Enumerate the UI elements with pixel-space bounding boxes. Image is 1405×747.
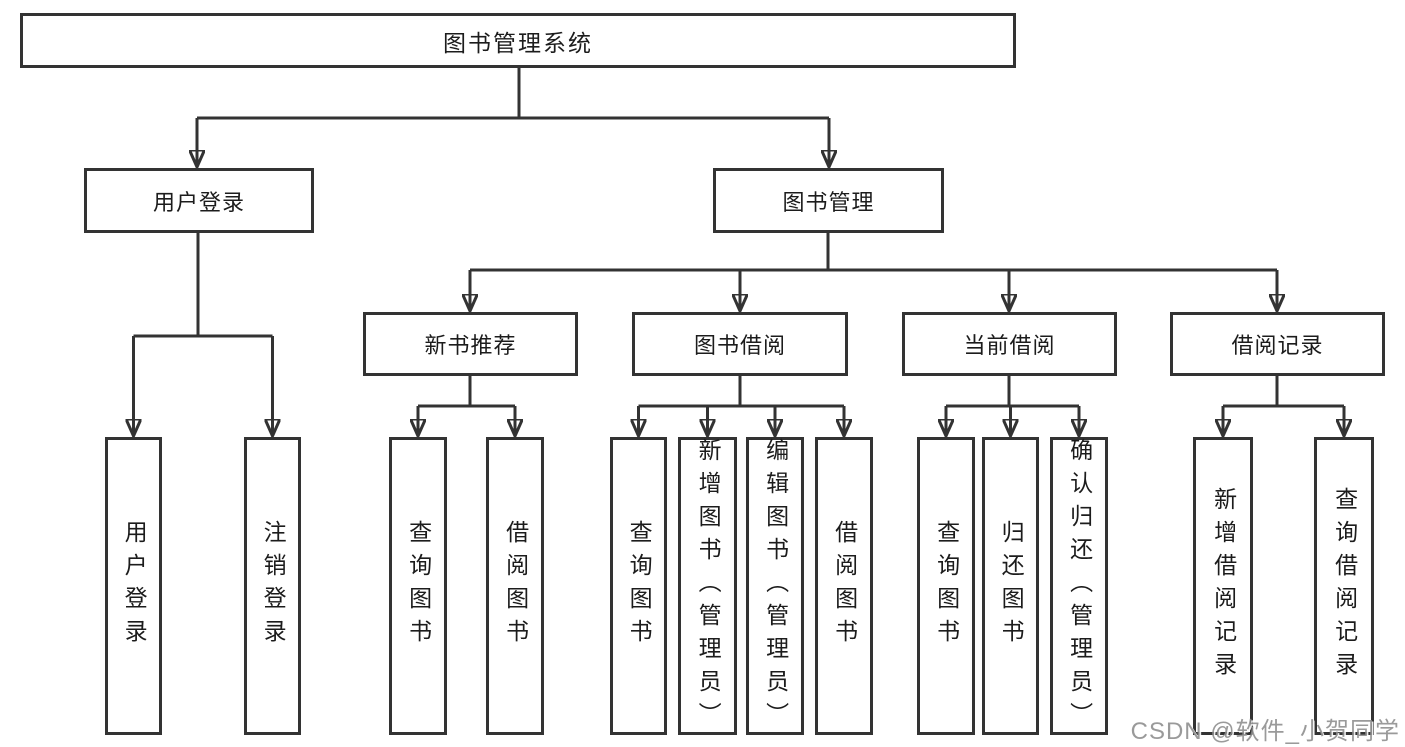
node-user-login-branch: 用户登录 [84,168,314,233]
node-book-management-branch: 图书管理 [713,168,944,233]
node-label: 查询图书 [933,520,960,652]
node-label: 图书借阅 [693,333,786,358]
leaf-edit-books-admin: 编辑图书（管理员） [746,437,804,735]
leaf-borrow-books: 借阅图书 [815,437,873,735]
node-current-borrowing: 当前借阅 [902,312,1117,376]
node-label: 用户登录 [121,520,148,652]
leaf-logout: 注销登录 [244,437,301,735]
leaf-user-login: 用户登录 [105,437,162,735]
leaf-query-books-borrowing: 查询图书 [610,437,667,735]
leaf-return-books: 归还图书 [982,437,1039,735]
node-label: 新书推荐 [424,333,517,358]
node-library-management-system: 图书管理系统 [20,13,1016,68]
leaf-borrow-books-recommend: 借阅图书 [486,437,544,735]
node-label: 借阅记录 [1231,333,1324,358]
leaf-query-books-recommend: 查询图书 [389,437,447,735]
node-label: 新增借阅记录 [1210,487,1237,685]
node-new-book-recommendation: 新书推荐 [363,312,578,376]
leaf-add-borrow-record: 新增借阅记录 [1193,437,1253,735]
node-label: 编辑图书（管理员） [762,437,789,735]
node-label: 借阅图书 [831,520,858,652]
leaf-query-borrow-record: 查询借阅记录 [1314,437,1374,735]
node-label: 图书管理 [782,189,875,215]
node-label: 归还图书 [998,520,1025,652]
node-label: 图书管理系统 [443,29,593,56]
leaf-add-books-admin: 新增图书（管理员） [678,437,737,735]
node-label: 新增图书（管理员） [695,437,722,735]
node-label: 查询借阅记录 [1331,487,1358,685]
node-borrowing-records: 借阅记录 [1170,312,1385,376]
leaf-query-books-current: 查询图书 [917,437,975,735]
node-label: 注销登录 [260,520,287,652]
csdn-watermark: CSDN @软件_小贺同学 [1130,718,1400,745]
node-label: 当前借阅 [963,333,1056,358]
node-label: 查询图书 [626,520,653,652]
node-label: 借阅图书 [502,520,529,652]
node-book-borrowing: 图书借阅 [632,312,848,376]
node-label: 确认归还（管理员） [1066,437,1093,735]
node-label: 查询图书 [405,520,432,652]
leaf-confirm-return-admin: 确认归还（管理员） [1050,437,1108,735]
node-label: 用户登录 [152,189,245,215]
